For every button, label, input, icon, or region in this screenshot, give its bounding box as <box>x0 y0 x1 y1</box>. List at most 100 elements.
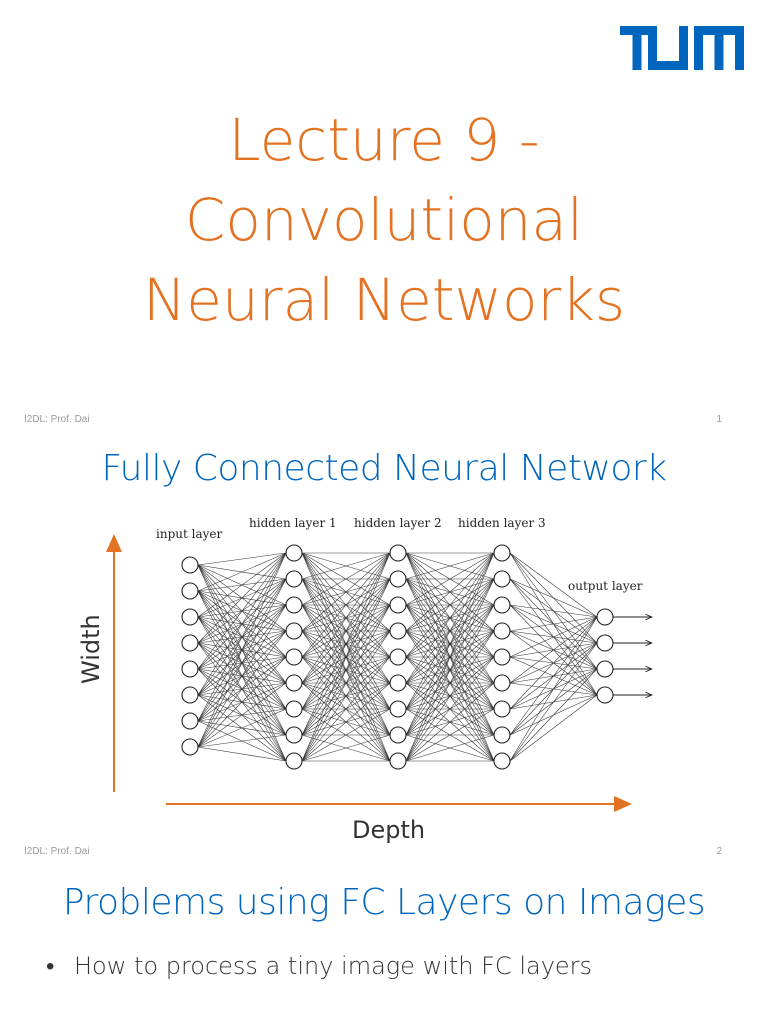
slide-title: Problems using FC Layers on Images <box>62 882 706 923</box>
network-neurons <box>181 544 614 770</box>
connection-line <box>197 682 287 748</box>
footer-author: I2DL: Prof. Dai <box>24 414 90 425</box>
connection-line <box>405 552 495 762</box>
title-line: Neural Networks <box>142 266 626 334</box>
connection-line <box>301 578 391 762</box>
hidden-layer-3-label: hidden layer 3 <box>458 516 546 530</box>
hidden-neuron <box>493 752 511 770</box>
connection-line <box>509 642 598 762</box>
connection-line <box>197 552 287 644</box>
input-neuron <box>181 634 199 652</box>
input-neuron <box>181 556 199 574</box>
output-layer-label: output layer <box>568 579 643 593</box>
hidden-neuron <box>285 544 303 562</box>
connection-line <box>405 552 495 684</box>
slide-title: Fully Connected Neural Network <box>101 448 667 489</box>
hidden-neuron <box>285 570 303 588</box>
tum-logo <box>620 26 744 70</box>
input-neuron <box>181 686 199 704</box>
hidden-neuron <box>493 726 511 744</box>
connection-line <box>509 616 598 710</box>
connection-line <box>197 552 287 592</box>
hidden-neuron <box>493 674 511 692</box>
connection-line <box>301 552 391 632</box>
hidden-neuron <box>389 622 407 640</box>
hidden-neuron <box>389 700 407 718</box>
connection-line <box>301 552 391 658</box>
hidden-neuron <box>285 752 303 770</box>
connection-line <box>197 630 287 748</box>
title-line: Lecture 9 - <box>228 106 540 174</box>
input-neuron <box>181 582 199 600</box>
connection-line <box>301 656 391 762</box>
connection-line <box>197 604 287 748</box>
title-line: Convolutional <box>184 186 584 254</box>
connection-line <box>405 552 495 580</box>
fc-network-diagram: input layer hidden layer 1 hidden layer … <box>77 516 768 844</box>
connection-line <box>197 552 287 618</box>
connection-line <box>301 604 391 762</box>
hidden-neuron <box>389 752 407 770</box>
hidden-neuron <box>493 570 511 588</box>
connection-line <box>301 630 391 762</box>
hidden-neuron <box>285 700 303 718</box>
hidden-neuron <box>493 648 511 666</box>
slide-1: Lecture 9 - Convolutional Neural Network… <box>0 0 768 432</box>
connection-line <box>197 708 287 748</box>
connection-line <box>197 552 287 748</box>
slide-3: Problems using FC Layers on Images • How … <box>0 864 768 1024</box>
connection-line <box>197 746 287 762</box>
connection-line <box>509 616 598 736</box>
hidden-neuron <box>493 544 511 562</box>
connection-line <box>301 552 391 710</box>
connection-line <box>197 656 287 748</box>
connection-line <box>509 552 598 618</box>
input-layer-label: input layer <box>156 527 222 541</box>
connection-line <box>301 734 391 762</box>
slide-2: Fully Connected Neural Network input lay… <box>0 432 768 864</box>
hidden-layer-2-label: hidden layer 2 <box>354 516 442 530</box>
connection-line <box>509 616 598 762</box>
connection-line <box>197 552 287 722</box>
connection-line <box>405 552 495 606</box>
connection-line <box>405 630 495 762</box>
bullet-item: • How to process a tiny image with FC lay… <box>46 952 592 981</box>
hidden-neuron <box>493 700 511 718</box>
output-neuron <box>596 686 614 704</box>
bullet-icon: • <box>46 952 55 980</box>
output-neuron <box>596 608 614 626</box>
hidden-neuron <box>285 596 303 614</box>
connection-line <box>509 604 598 618</box>
page-number: 2 <box>716 846 722 857</box>
input-neuron <box>181 738 199 756</box>
hidden-neuron <box>285 726 303 744</box>
connection-line <box>509 616 598 684</box>
output-neuron <box>596 660 614 678</box>
depth-axis-label: Depth <box>352 816 425 844</box>
connection-line <box>405 734 495 762</box>
connection-line <box>405 552 495 710</box>
hidden-neuron <box>493 622 511 640</box>
connection-line <box>301 708 391 762</box>
connection-line <box>301 682 391 762</box>
output-neuron <box>596 634 614 652</box>
connection-line <box>197 578 287 748</box>
connection-line <box>301 552 391 736</box>
connection-line <box>405 682 495 762</box>
hidden-neuron <box>285 648 303 666</box>
connection-line <box>301 552 391 606</box>
hidden-neuron <box>389 596 407 614</box>
connection-line <box>509 694 598 762</box>
bullet-text: How to process a tiny image with FC laye… <box>74 952 593 980</box>
input-neuron <box>181 608 199 626</box>
hidden-neuron <box>389 726 407 744</box>
hidden-neuron <box>493 596 511 614</box>
width-axis-label: Width <box>77 614 105 684</box>
connection-line <box>197 552 287 696</box>
connection-line <box>405 552 495 658</box>
connection-line <box>405 708 495 762</box>
connection-line <box>405 552 495 632</box>
hidden-neuron <box>285 674 303 692</box>
footer-author: I2DL: Prof. Dai <box>24 846 90 857</box>
input-neuron <box>181 660 199 678</box>
